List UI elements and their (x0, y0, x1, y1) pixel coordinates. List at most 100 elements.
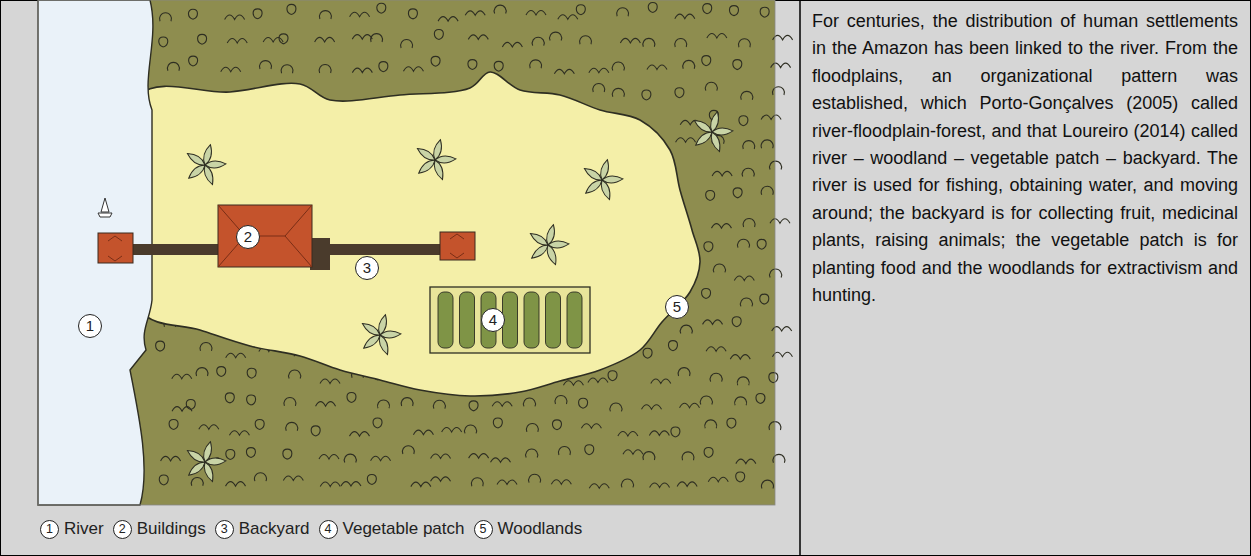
tree-squiggle (259, 61, 271, 69)
tree-squiggle (589, 484, 609, 489)
tree-squiggle (773, 35, 793, 40)
tree-squiggle (352, 68, 372, 73)
tree-squiggle (579, 398, 588, 408)
tree-squiggle (226, 482, 246, 487)
tree-squiggle (315, 37, 335, 42)
tree-squiggle (491, 458, 511, 463)
callout-number: 2 (236, 225, 260, 249)
tree-squiggle (438, 17, 458, 22)
tree-squiggle (186, 400, 195, 410)
tree-squiggle (319, 65, 331, 73)
tree-squiggle (344, 454, 356, 462)
tree-squiggle (465, 425, 477, 433)
tree-squiggle (347, 393, 356, 403)
tree-squiggle (379, 62, 388, 72)
tree-squiggle (200, 342, 212, 350)
tree-squiggle (734, 276, 754, 281)
tree-squiggle (191, 477, 203, 485)
roof-mark (108, 236, 122, 261)
palm (692, 111, 733, 153)
tree-squiggle (529, 474, 541, 482)
boat (98, 198, 112, 217)
tree-squiggle (643, 38, 655, 46)
tree-squiggle (756, 394, 765, 404)
tree-squiggle (769, 373, 778, 383)
tree-squiggle (465, 11, 485, 16)
tree-squiggle (246, 448, 255, 458)
tree-squiggle (196, 368, 208, 376)
legend-item: 5Woodlands (474, 519, 583, 539)
panel-divider (799, 0, 801, 556)
tree-squiggle (581, 424, 601, 429)
tree-squiggle (736, 459, 756, 464)
tree-squiggle (704, 242, 713, 252)
back-house (440, 232, 475, 260)
legend-item: 3Backyard (215, 519, 310, 539)
tree-squiggle (676, 138, 696, 143)
tree-squiggle (770, 161, 782, 169)
tree-squiggle (712, 171, 732, 176)
palm-leaf (582, 166, 603, 183)
dock-house (98, 233, 133, 263)
tree-squiggle (434, 29, 443, 39)
tree-squiggle (319, 455, 339, 460)
tree-squiggle (772, 352, 792, 357)
tree-squiggle (169, 420, 178, 430)
tree-squiggle (532, 37, 544, 45)
roof-mark (450, 234, 464, 258)
palm (415, 139, 456, 181)
tree-squiggle (217, 367, 226, 377)
tree-squiggle (371, 34, 383, 42)
tree-squiggle (554, 69, 574, 74)
tree-squiggle (225, 393, 234, 403)
tree-squiggle (227, 39, 247, 44)
tree-squiggle (373, 418, 382, 428)
callout-number: 1 (78, 314, 102, 338)
tree-squiggle (468, 35, 488, 40)
tree-squiggle (494, 61, 503, 71)
tree-squiggle (371, 456, 391, 461)
tree-squiggle (558, 447, 570, 455)
tree-squiggle (555, 396, 567, 404)
tree-squiggle (668, 341, 677, 351)
tree-squiggle (649, 431, 669, 436)
tree-squiggle (610, 403, 622, 411)
buildings (98, 198, 475, 270)
tree-squiggle (760, 294, 769, 304)
tree-squiggle (198, 34, 207, 44)
tree-squiggle (159, 37, 168, 47)
tree-squiggle (349, 432, 369, 437)
tree-squiggle (283, 449, 292, 459)
palm-leaf (415, 146, 436, 163)
tree-squiggle (411, 482, 431, 487)
patch-bed (430, 287, 590, 353)
roof-ridges (218, 205, 312, 267)
legend-text: Vegetable patch (343, 519, 465, 539)
tree-squiggle (711, 224, 731, 229)
tree-squiggle (678, 368, 690, 376)
tree-squiggle (743, 141, 755, 149)
tree-squiggle (618, 432, 638, 437)
tree-squiggle (161, 456, 181, 461)
palm-leaf (185, 448, 206, 465)
crop-row (460, 292, 475, 348)
tree-squiggle (172, 374, 192, 379)
tree-squiggle (402, 446, 414, 454)
tree-squiggle (281, 65, 293, 73)
callout-number: 4 (481, 308, 505, 332)
tree-squiggle (617, 8, 629, 16)
tree-squiggle (642, 90, 651, 100)
tree-squiggle (708, 477, 728, 482)
tree-squiggle (350, 12, 370, 17)
tree-squiggle (188, 9, 197, 19)
tree-squiggle (682, 452, 694, 460)
tree-squiggle (707, 34, 727, 39)
tree-squiggle (650, 483, 670, 488)
callout-number: 3 (355, 256, 379, 280)
tree-squiggle (286, 422, 298, 430)
palm-leaf (360, 321, 381, 338)
tree-squiggle (433, 400, 445, 408)
tree-squiggle (772, 87, 784, 95)
tree-squiggle (620, 38, 640, 43)
